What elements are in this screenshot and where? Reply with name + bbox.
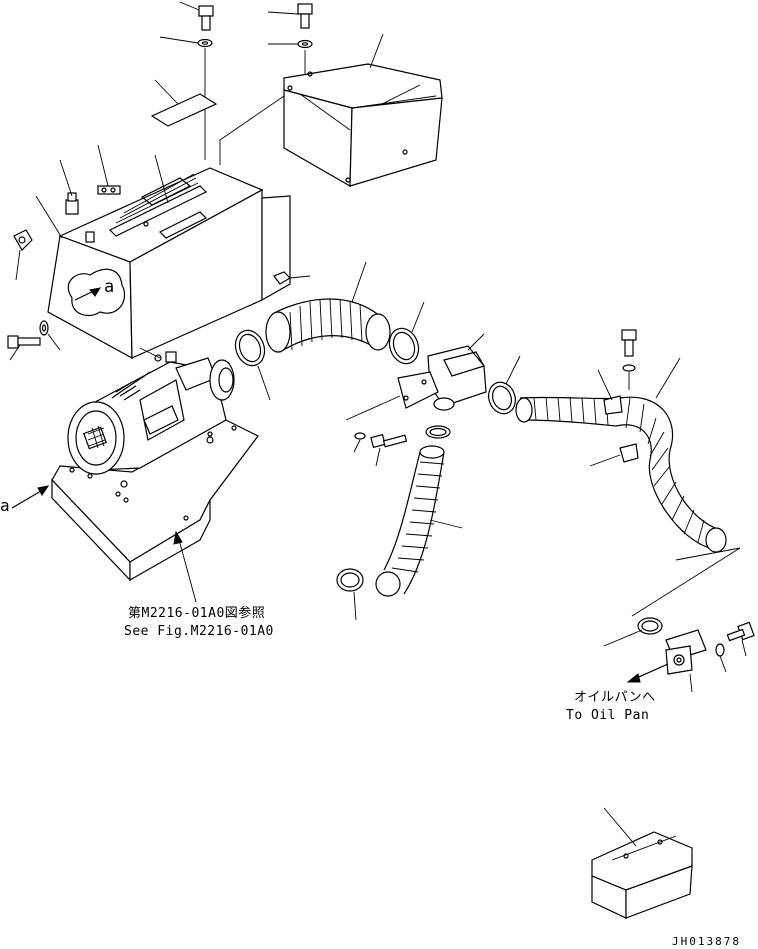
top-cover (219, 33, 443, 188)
view-mark-inside: a (104, 277, 115, 297)
hose-clamp-1 (234, 329, 271, 401)
leader-duct-end (675, 547, 741, 561)
hose-clamp-4 (425, 425, 451, 439)
leader-housing (35, 195, 63, 239)
view-mark-left: a (0, 496, 11, 515)
flexible-duct-2 (375, 445, 463, 597)
leader-slot (154, 154, 169, 204)
washer-lower-left (39, 320, 61, 351)
leader-elbow-bracket (345, 395, 401, 421)
bolt-housing-top (59, 159, 79, 215)
bolt-lower-left (7, 335, 41, 361)
flexible-duct-1 (265, 261, 391, 353)
elbow-duct (397, 333, 487, 411)
drawing-number: JH013878 (672, 935, 741, 948)
oil-pan-japanese: オイルパンへ (574, 690, 656, 705)
bolt-elbow (370, 433, 408, 467)
oil-pan-english: To Oil Pan (566, 708, 650, 723)
washer-elbow (353, 432, 366, 453)
bolt-right-upper (621, 329, 637, 357)
washer-oil-pan (715, 643, 727, 673)
tool-box (591, 807, 693, 919)
washer-top-right (268, 39, 313, 49)
clip-bracket (97, 144, 121, 195)
blower-motor (67, 351, 235, 488)
see-fig-japanese: 第M2216-01A0図参照 (128, 606, 266, 621)
see-fig-english: See Fig.M2216-01A0 (124, 624, 274, 639)
view-arrowhead-a (37, 485, 50, 496)
hose-clamp-3 (488, 355, 521, 415)
arrowhead-to-oil-pan (626, 673, 641, 683)
bolt-top-right (267, 3, 313, 29)
hose-clip-left (13, 229, 33, 281)
arrowhead-see-fig (173, 530, 183, 545)
leader-duct-end-2 (631, 547, 741, 617)
heater-housing (47, 167, 291, 360)
hose-clamp-6 (603, 617, 663, 647)
oil-pan-adapter (665, 629, 707, 693)
hose-clamp-5 (336, 568, 364, 621)
washer-top-left (159, 36, 213, 48)
bolt-top-left (179, 1, 214, 31)
hose-clamp-2 (388, 301, 425, 365)
leader-see-fig (177, 535, 197, 603)
washer-right-upper (622, 364, 636, 390)
flexible-duct-3 (515, 357, 727, 553)
nut-housing-right (273, 271, 311, 285)
leader-motor-top (139, 347, 161, 359)
label-plate (150, 79, 218, 127)
bolt-oil-pan (726, 621, 755, 657)
